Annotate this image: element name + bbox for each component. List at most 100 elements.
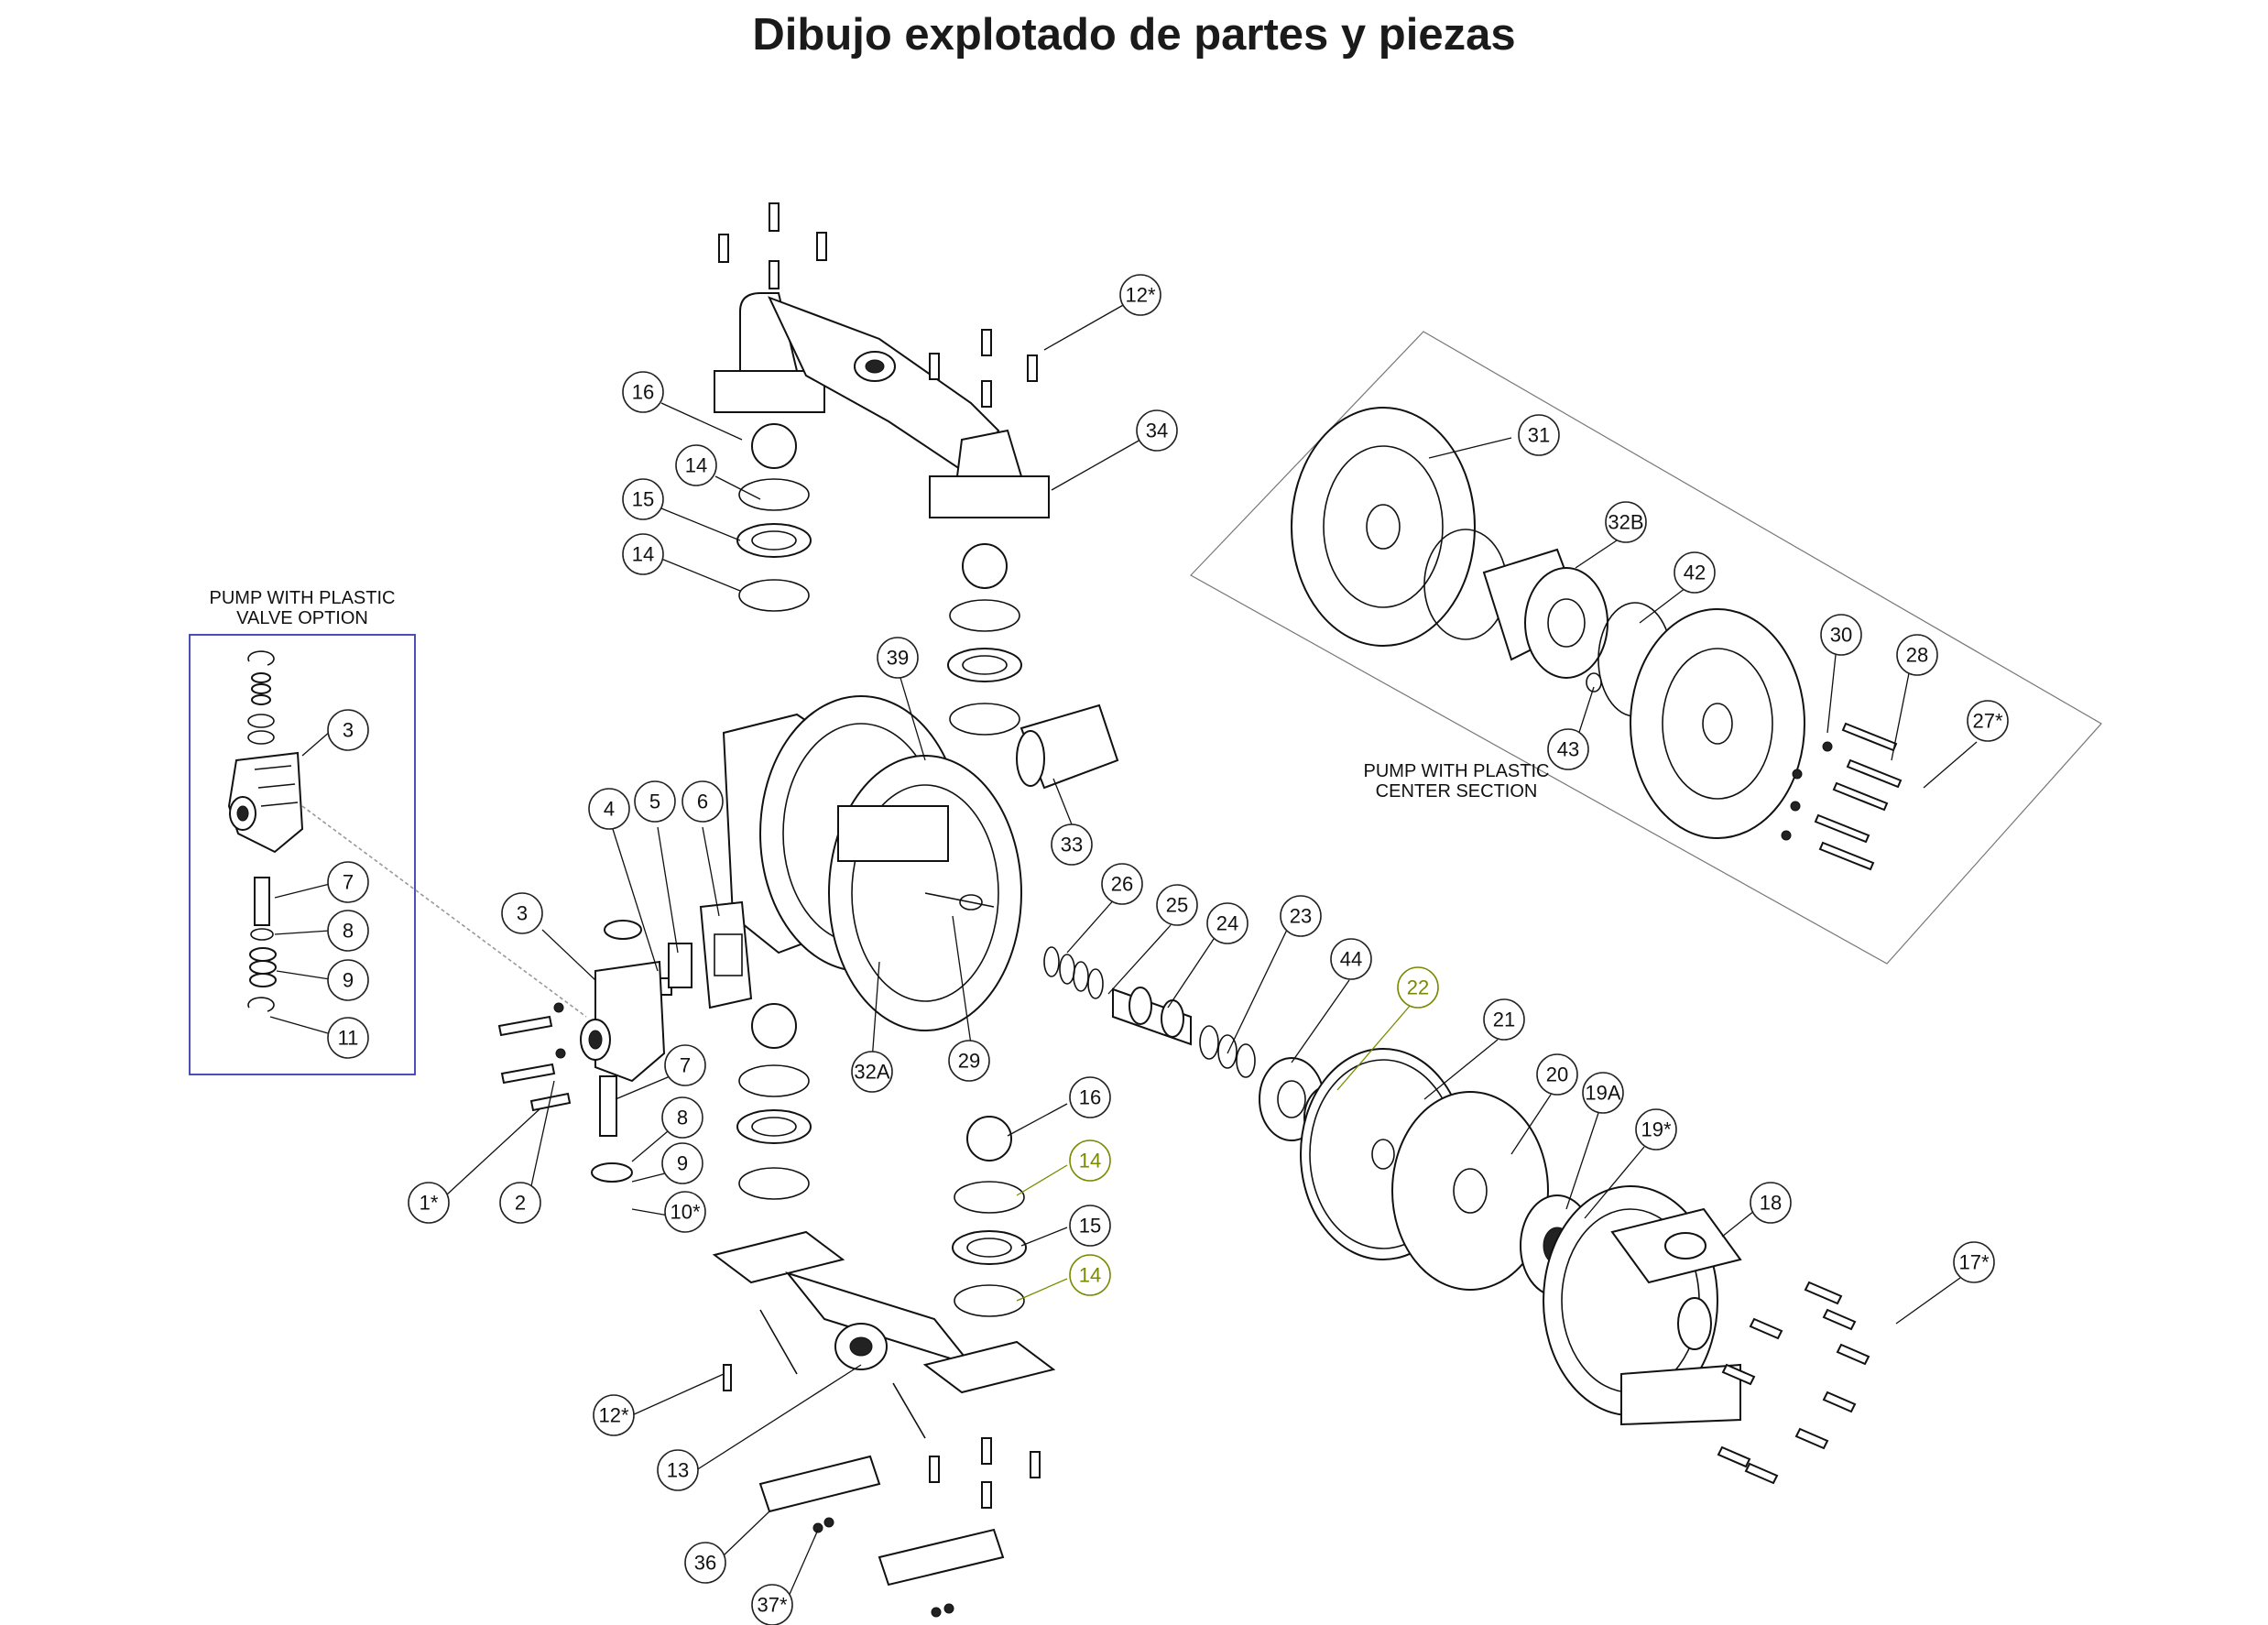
- callout-25: 25: [1156, 884, 1198, 926]
- svg-text:3: 3: [517, 902, 528, 925]
- svg-text:29: 29: [958, 1050, 980, 1073]
- svg-text:23: 23: [1290, 905, 1312, 928]
- shaft-diaphragm-stack: [1043, 946, 1595, 1297]
- callout-15-bottom: 15: [1069, 1205, 1111, 1247]
- callout-29: 29: [948, 1040, 990, 1082]
- svg-text:10*: 10*: [670, 1201, 700, 1224]
- svg-text:25: 25: [1166, 894, 1188, 917]
- svg-text:15: 15: [632, 488, 654, 511]
- callout-30: 30: [1820, 614, 1862, 656]
- callout-39: 39: [877, 637, 919, 679]
- svg-text:28: 28: [1906, 644, 1928, 667]
- callout-14-bottom-a: 14: [1069, 1140, 1111, 1182]
- svg-text:20: 20: [1546, 1063, 1568, 1086]
- svg-text:15: 15: [1079, 1215, 1101, 1238]
- svg-text:39: 39: [887, 647, 909, 670]
- callout-26: 26: [1101, 863, 1143, 905]
- callout-43: 43: [1547, 728, 1589, 770]
- svg-text:44: 44: [1340, 948, 1362, 971]
- callout-22: 22: [1397, 966, 1439, 1009]
- svg-text:31: 31: [1528, 424, 1550, 447]
- svg-text:24: 24: [1216, 912, 1238, 935]
- svg-text:8: 8: [343, 920, 354, 943]
- callout-20: 20: [1536, 1053, 1578, 1096]
- callout-9: 9: [661, 1142, 703, 1184]
- svg-text:36: 36: [694, 1552, 716, 1575]
- callout-10: 10*: [664, 1191, 706, 1233]
- svg-text:34: 34: [1146, 420, 1168, 442]
- svg-text:7: 7: [680, 1054, 691, 1077]
- center-chamber-assembly: [497, 695, 1119, 1183]
- callout-14-top-a: 14: [675, 444, 717, 486]
- svg-text:19A: 19A: [1585, 1082, 1620, 1105]
- svg-text:5: 5: [649, 791, 660, 813]
- svg-text:9: 9: [343, 969, 354, 992]
- plastic-valve-label-1: PUMP WITH PLASTIC: [210, 588, 396, 608]
- callout-9-inset: 9: [327, 959, 369, 1001]
- bottom-inlet-manifold: [712, 1003, 1056, 1618]
- svg-text:12*: 12*: [598, 1404, 628, 1427]
- callout-5: 5: [634, 780, 676, 823]
- callout-23: 23: [1280, 895, 1322, 937]
- callout-32a: 32A: [851, 1051, 893, 1093]
- svg-text:9: 9: [677, 1152, 688, 1175]
- leader-lines: [269, 303, 1978, 1599]
- callout-15-top: 15: [622, 478, 664, 520]
- callout-8: 8: [661, 1096, 703, 1139]
- callout-34: 34: [1136, 409, 1178, 452]
- svg-text:43: 43: [1557, 738, 1579, 761]
- plastic-valve-inset: PUMP WITH PLASTIC VALVE OPTION: [189, 588, 587, 1075]
- callout-17: 17*: [1953, 1241, 1995, 1283]
- svg-text:14: 14: [685, 454, 707, 477]
- callout-14-bottom-b: 14: [1069, 1254, 1111, 1296]
- svg-text:32B: 32B: [1608, 511, 1643, 534]
- svg-text:14: 14: [1079, 1264, 1101, 1287]
- right-fluid-chamber: [1543, 1185, 1742, 1426]
- callout-28: 28: [1896, 634, 1938, 676]
- callout-12-bottom: 12*: [593, 1394, 635, 1436]
- callout-21: 21: [1483, 998, 1525, 1041]
- svg-text:18: 18: [1760, 1192, 1782, 1215]
- svg-text:37*: 37*: [757, 1594, 787, 1617]
- svg-text:1*: 1*: [420, 1192, 439, 1215]
- callout-27: 27*: [1967, 700, 2009, 742]
- svg-text:42: 42: [1684, 562, 1706, 584]
- callout-11: 11: [327, 1017, 369, 1059]
- callout-7: 7: [664, 1044, 706, 1086]
- callout-8-inset: 8: [327, 910, 369, 952]
- svg-text:2: 2: [515, 1192, 526, 1215]
- svg-text:33: 33: [1061, 834, 1083, 856]
- callout-1: 1*: [408, 1182, 450, 1224]
- plastic-center-label-1: PUMP WITH PLASTIC: [1364, 761, 1550, 781]
- svg-text:13: 13: [667, 1459, 689, 1482]
- callout-42: 42: [1674, 551, 1716, 594]
- callout-3: 3: [501, 892, 543, 934]
- svg-text:27*: 27*: [1972, 710, 2002, 733]
- svg-text:22: 22: [1407, 976, 1429, 999]
- svg-text:11: 11: [338, 1027, 359, 1050]
- callout-16-top: 16: [622, 371, 664, 413]
- callout-13: 13: [657, 1449, 699, 1491]
- plastic-center-label-2: CENTER SECTION: [1376, 781, 1538, 802]
- callout-4: 4: [588, 788, 630, 830]
- svg-text:30: 30: [1830, 624, 1852, 647]
- svg-text:26: 26: [1111, 873, 1133, 896]
- callout-24: 24: [1206, 902, 1248, 944]
- callout-37: 37*: [751, 1584, 793, 1625]
- svg-text:6: 6: [697, 791, 708, 813]
- svg-text:7: 7: [343, 871, 354, 894]
- callout-14-top-b: 14: [622, 533, 664, 575]
- callout-19: 19*: [1635, 1108, 1677, 1151]
- svg-text:21: 21: [1493, 1009, 1515, 1031]
- svg-text:4: 4: [604, 798, 615, 821]
- page-title: Dibujo explotado de partes y piezas: [752, 10, 1516, 60]
- svg-text:32A: 32A: [854, 1061, 889, 1084]
- callout-16-bottom: 16: [1069, 1076, 1111, 1118]
- callout-6: 6: [681, 780, 724, 823]
- plastic-center-inset: PUMP WITH PLASTIC CENTER SECTION: [1190, 331, 2102, 965]
- callout-7-inset: 7: [327, 861, 369, 903]
- callout-19a: 19A: [1582, 1072, 1624, 1114]
- plastic-valve-label-2: VALVE OPTION: [236, 608, 368, 628]
- callout-18: 18: [1750, 1182, 1792, 1224]
